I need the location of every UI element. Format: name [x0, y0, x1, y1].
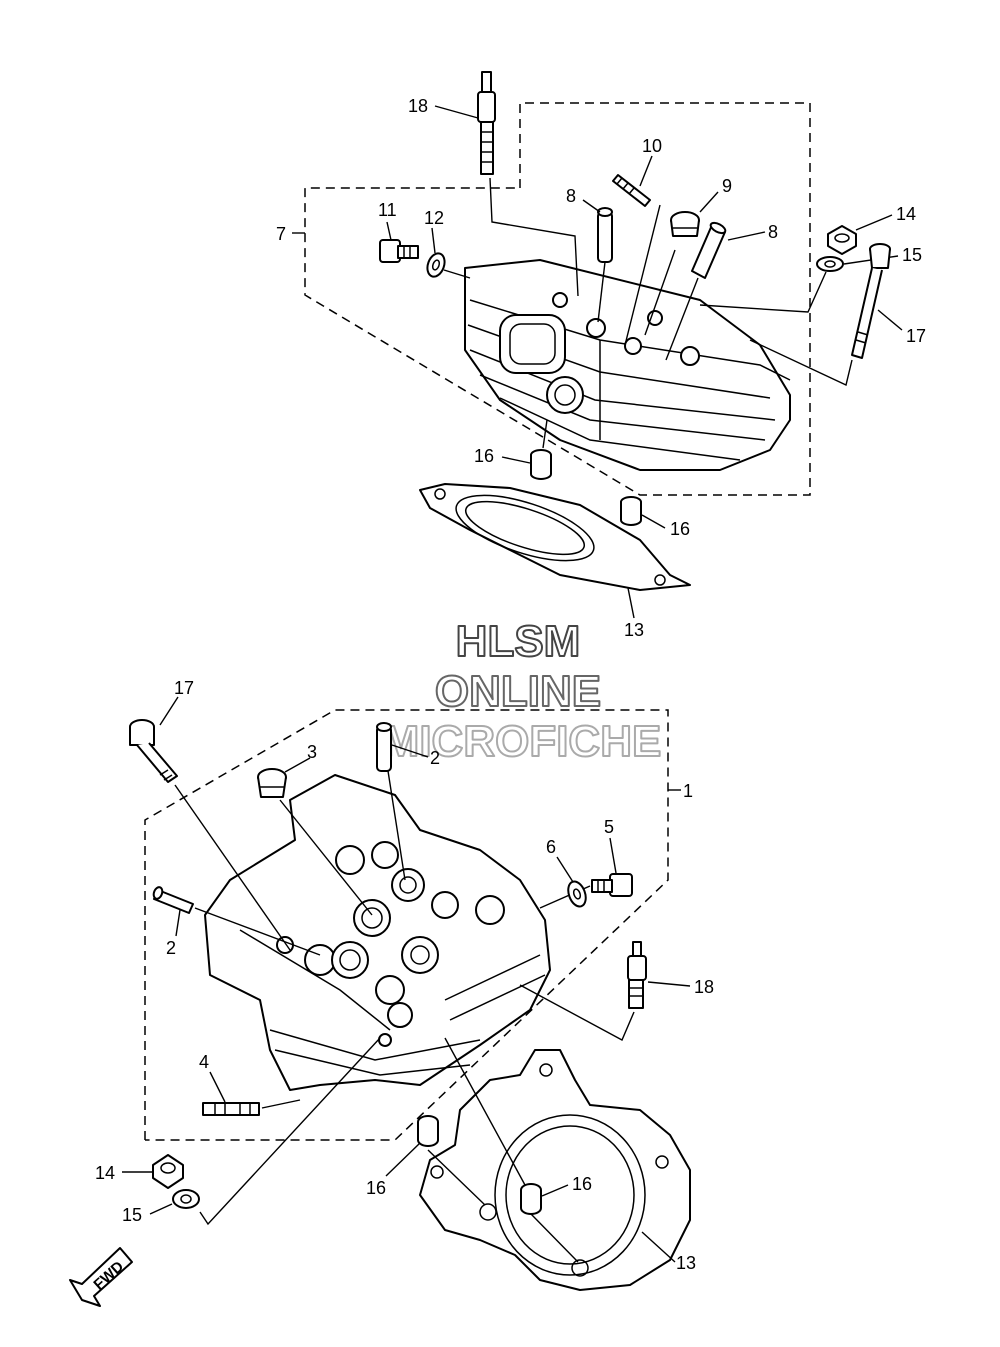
washer-12[interactable]: [424, 251, 447, 279]
dowel-pin-16-rear-b[interactable]: [620, 496, 642, 526]
callout-13-front: 13: [676, 1253, 696, 1273]
callout-2a: 2: [430, 748, 440, 768]
plug-3[interactable]: [257, 768, 287, 798]
long-bolt-17-front[interactable]: [129, 719, 178, 783]
callout-18-rear: 18: [408, 96, 428, 116]
watermark-line2: ONLINE: [435, 667, 601, 716]
callout-3: 3: [307, 742, 317, 762]
plug-9[interactable]: [670, 211, 700, 237]
callout-10: 10: [642, 136, 662, 156]
assembly-boundary-1: [144, 709, 669, 1141]
long-bolt-17-rear[interactable]: [851, 243, 891, 359]
callout-14-rear: 14: [896, 204, 916, 224]
callout-16-rear-b: 16: [670, 519, 690, 539]
callout-18-front: 18: [694, 977, 714, 997]
callout-13-rear: 13: [624, 620, 644, 640]
stud-bolt-10[interactable]: [612, 174, 651, 207]
forward-arrow-icon: FWD: [69, 1247, 133, 1307]
callout-9: 9: [722, 176, 732, 196]
rear-cylinder-head-assembly: 18 10 8 9: [276, 71, 926, 640]
callout-8a: 8: [566, 186, 576, 206]
dowel-pin-16-front-b[interactable]: [520, 1183, 542, 1215]
callout-17-front: 17: [174, 678, 194, 698]
rear-cylinder-head[interactable]: [464, 259, 791, 471]
front-cylinder-head[interactable]: [204, 774, 551, 1091]
callout-8b: 8: [768, 222, 778, 242]
callout-16-front-b: 16: [572, 1174, 592, 1194]
callout-14-front: 14: [95, 1163, 115, 1183]
nut-14[interactable]: [827, 225, 857, 255]
spark-plug-rear[interactable]: [477, 71, 496, 175]
watermark-line1: HLSM: [456, 617, 581, 666]
dowel-pin-16-front-a[interactable]: [417, 1115, 439, 1147]
stud-bolt-4[interactable]: [202, 1102, 260, 1116]
valve-guide-2a[interactable]: [376, 722, 392, 772]
dowel-pin-16-rear-a[interactable]: [530, 449, 552, 480]
callout-5: 5: [604, 817, 614, 837]
washer-15-front[interactable]: [172, 1189, 200, 1209]
head-gasket-13-rear[interactable]: [419, 482, 691, 591]
callout-15-rear: 15: [902, 245, 922, 265]
callout-2b: 2: [166, 938, 176, 958]
callout-15-front: 15: [122, 1205, 142, 1225]
washer-15-rear[interactable]: [816, 256, 844, 272]
valve-guide-8b[interactable]: [691, 221, 727, 279]
front-cylinder-head-assembly: 17 3 2 1 5: [95, 678, 714, 1291]
head-gasket-13-front[interactable]: [419, 1049, 691, 1291]
spark-plug-front[interactable]: [627, 941, 647, 1009]
washer-6[interactable]: [565, 879, 589, 909]
callout-12: 12: [424, 208, 444, 228]
watermark-line3: MICROFICHE: [383, 717, 662, 766]
assembly-boundary-7: [304, 102, 811, 496]
nut-14-front[interactable]: [152, 1154, 184, 1189]
valve-guide-8a[interactable]: [597, 207, 613, 263]
callout-1: 1: [683, 781, 693, 801]
bolt-11[interactable]: [379, 239, 419, 263]
callout-7: 7: [276, 224, 286, 244]
callout-17-rear: 17: [906, 326, 926, 346]
watermark: HLSM ONLINE MICROFICHE: [382, 616, 663, 767]
valve-guide-2b[interactable]: [152, 886, 194, 914]
callout-11: 11: [378, 200, 397, 220]
callout-16-front-a: 16: [366, 1178, 386, 1198]
bolt-5[interactable]: [591, 873, 633, 897]
callout-4: 4: [199, 1052, 209, 1072]
callout-6: 6: [546, 837, 556, 857]
callout-16-rear-a: 16: [474, 446, 494, 466]
